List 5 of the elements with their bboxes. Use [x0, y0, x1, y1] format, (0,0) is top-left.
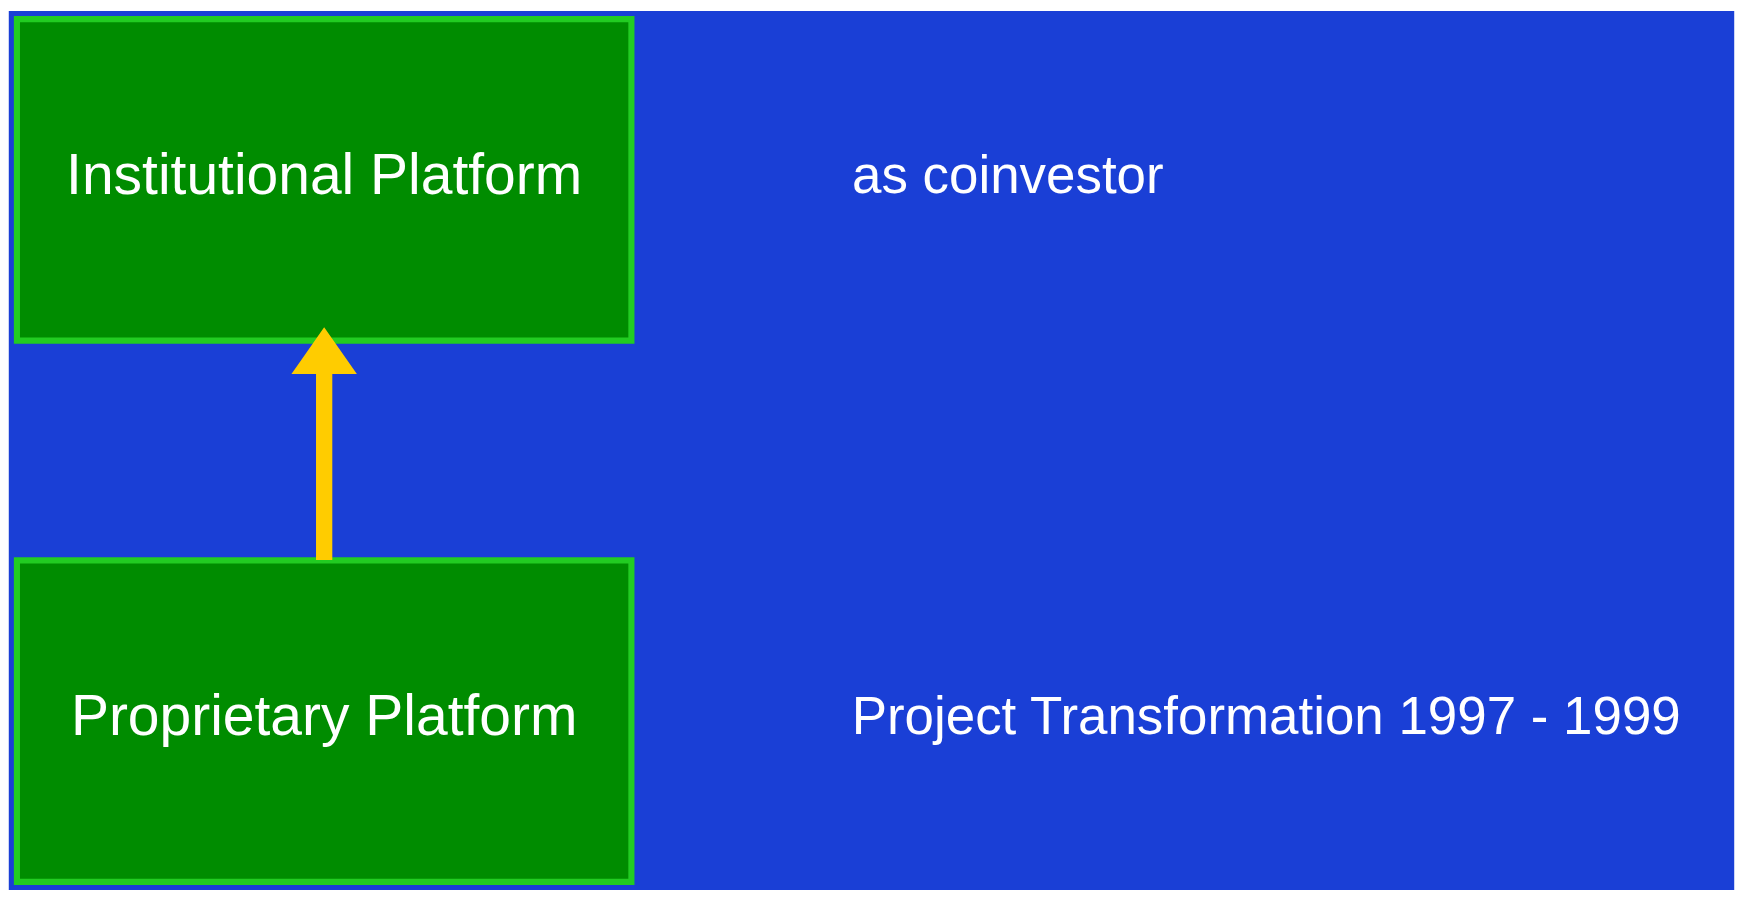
node-box: Institutional Platform [13, 15, 635, 344]
label: Project Transformation 1997 - 1999 [851, 685, 1681, 745]
label: as coinvestor [852, 144, 1164, 204]
node-box: Proprietary Platform [13, 556, 635, 885]
arrow [291, 326, 357, 560]
